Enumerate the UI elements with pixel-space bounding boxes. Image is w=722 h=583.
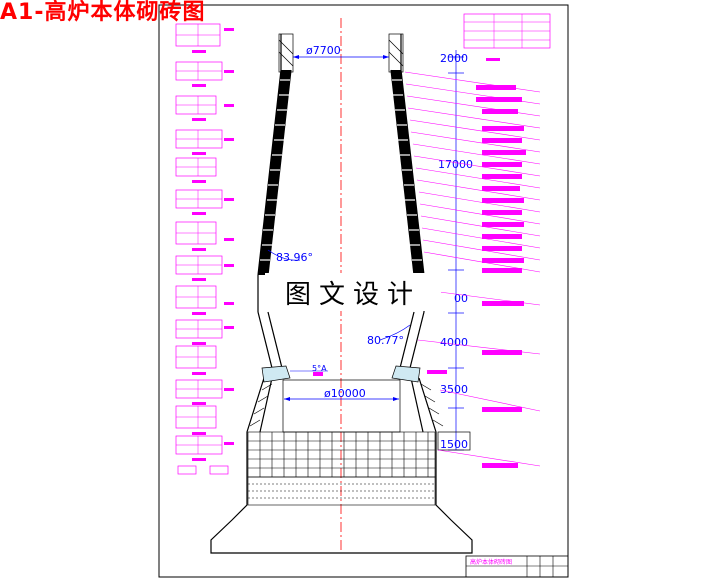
drawing-title: A1-高炉本体砌砖图 [0,0,206,25]
left-course-table-lines [176,14,550,454]
height-label-5: 1500 [440,438,468,451]
height-label-3: 4000 [440,336,468,349]
drawing-frame [158,4,569,578]
bottom-diameter-dimension: ø10000 [284,387,399,401]
hearth-wall-hatch [249,383,444,427]
throat-armour [278,33,404,73]
title-block-name: 高炉本体砌砖图 [470,558,512,566]
left-course-captions [192,28,500,461]
left-course-tables [175,13,551,475]
angle-upper-label: 83.96° [276,251,313,264]
watermark: 图文设计 [265,273,441,311]
title-block: 高炉本体砌砖图 [465,555,569,578]
bottom-diameter-label: ø10000 [324,387,366,400]
height-label-4: 3500 [440,383,468,396]
tuyere-label: 5°A [312,364,327,373]
hearth-inner [282,379,401,433]
right-leaders [404,71,541,467]
top-diameter-label: ø7700 [306,44,341,57]
height-label-0: 2000 [440,52,468,65]
hearth-bricks [247,431,436,506]
angle-annotations: 83.96° 80.77° [267,249,411,347]
angle-lower-label: 80.77° [367,334,404,347]
height-labels: 2000 17000 00 4000 3500 1500 [438,52,473,451]
right-annotation-bars [476,85,526,468]
shaft-brick-joints [260,79,422,261]
shaft-brick-lining [258,70,424,275]
tuyere-zone: 5°A [261,364,447,383]
height-box-1500 [437,431,471,451]
top-diameter-dimension: ø7700 [293,44,389,59]
